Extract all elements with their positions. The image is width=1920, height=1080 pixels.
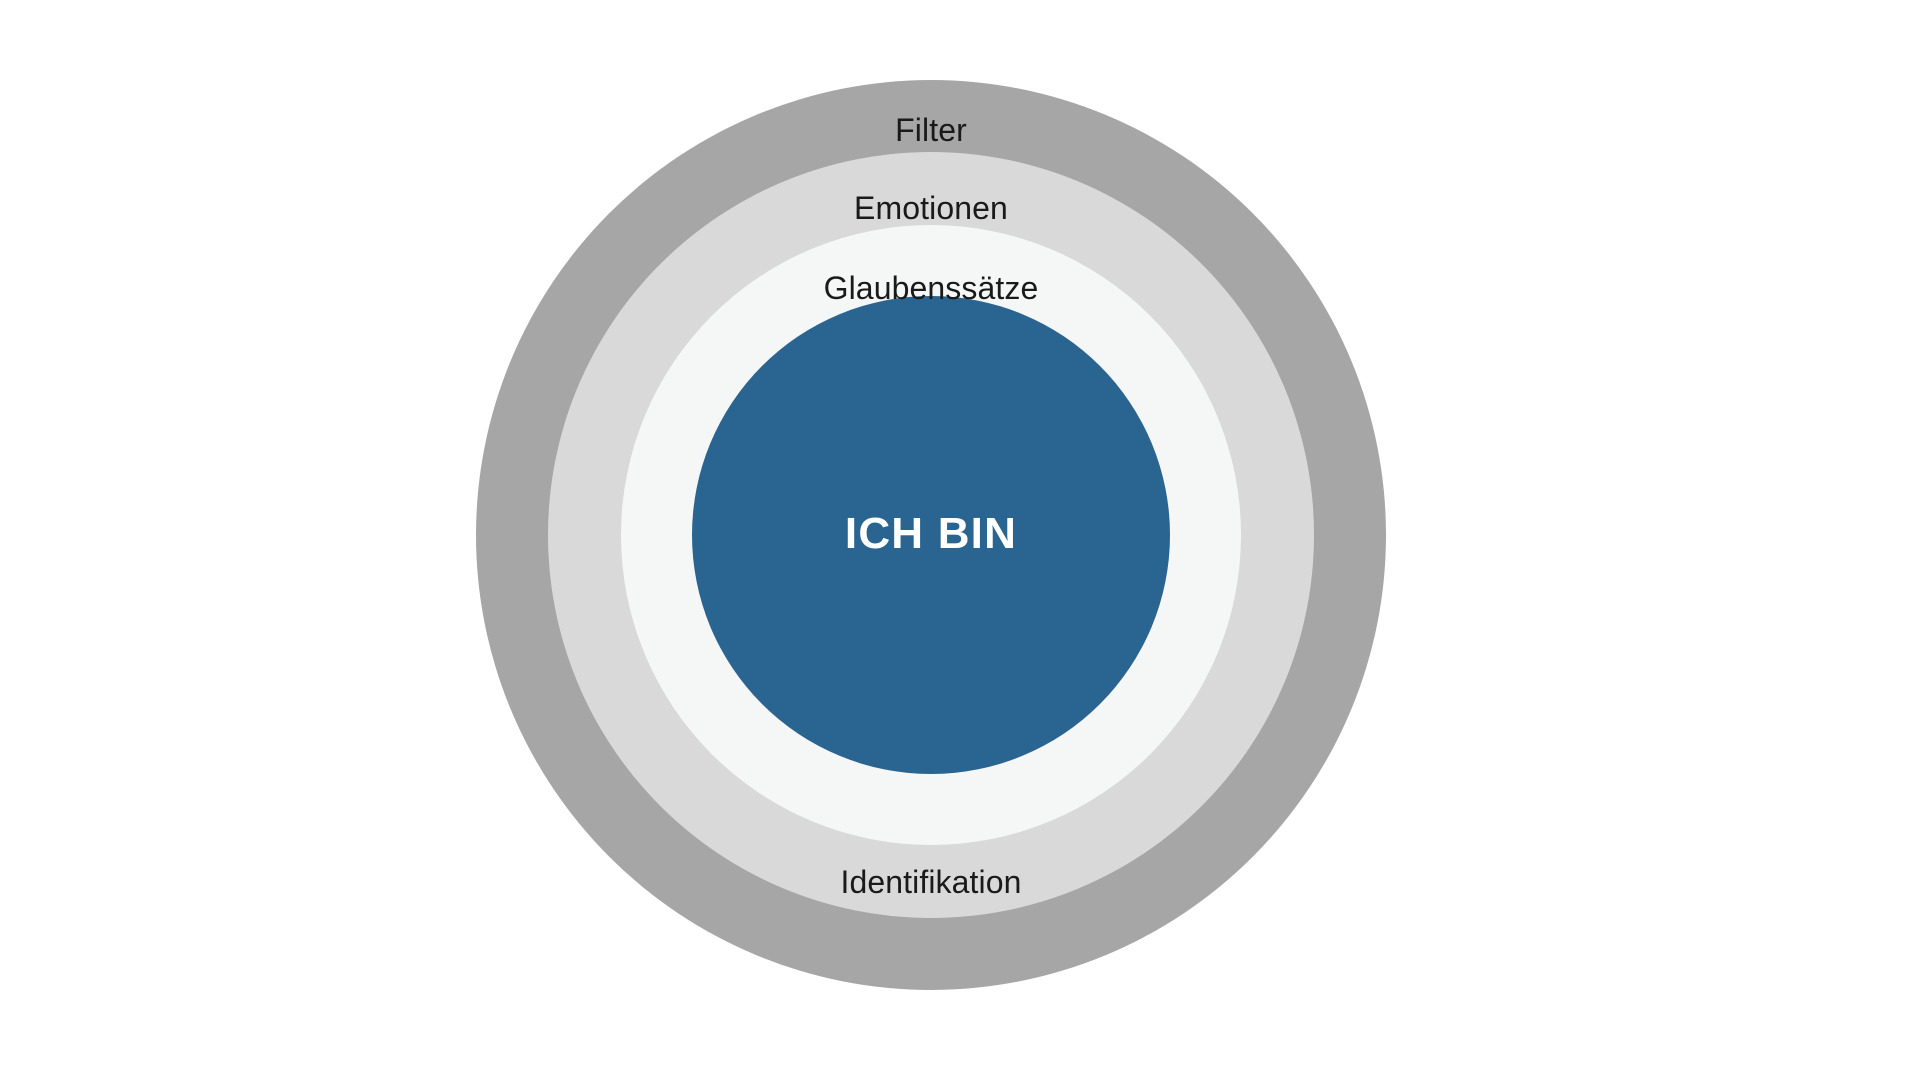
ring-label-identifikation: Identifikation xyxy=(0,866,1920,898)
ring-label-emotionen: Emotionen xyxy=(0,192,1920,224)
core-circle-ich-bin xyxy=(692,296,1170,774)
core-label-ich-bin: ICH BIN xyxy=(0,512,1920,556)
ring-label-filter-text: Filter xyxy=(895,112,967,148)
ring-label-glaubenssaetze-text: Glaubenssätze xyxy=(823,270,1039,306)
ring-label-glaubenssaetze: Glaubenssätze xyxy=(0,272,1920,304)
ring-label-filter: Filter xyxy=(0,114,1920,146)
ring-label-identifikation-text: Identifikation xyxy=(840,864,1022,900)
ring-label-emotionen-text: Emotionen xyxy=(854,190,1008,226)
core-label-ich-bin-text: ICH BIN xyxy=(844,509,1018,558)
